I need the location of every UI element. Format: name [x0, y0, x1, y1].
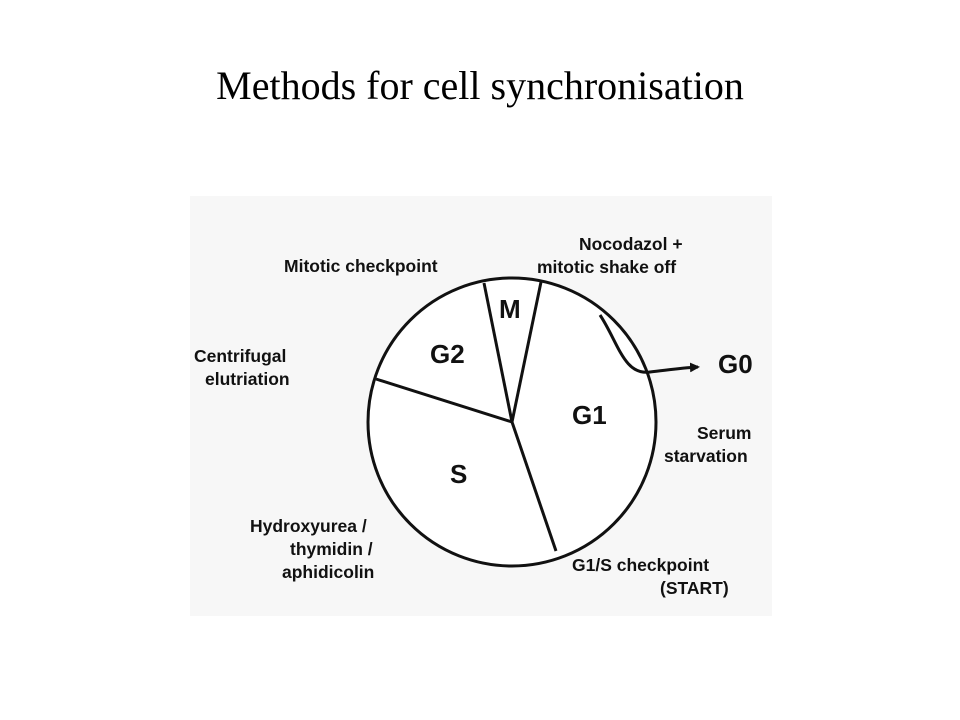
divider-m-g1 — [510, 281, 543, 423]
phase-label-m: M — [499, 294, 521, 324]
phase-label-g0: G0 — [718, 349, 753, 379]
label-serum-line1: Serum — [697, 423, 751, 443]
label-hydroxyurea-line1: Hydroxyurea / — [250, 516, 367, 536]
divider-g1-s — [510, 421, 558, 552]
divider-s-g2 — [375, 377, 513, 424]
label-g1s-line2: (START) — [660, 578, 729, 598]
label-mitotic-checkpoint: Mitotic checkpoint — [284, 256, 438, 276]
phase-label-s: S — [450, 459, 467, 489]
label-nocodazol-line1: Nocodazol + — [579, 234, 683, 254]
label-nocodazol-line2: mitotic shake off — [537, 257, 676, 277]
slide-title: Methods for cell synchronisation — [216, 63, 744, 108]
phase-label-g2: G2 — [430, 339, 465, 369]
label-hydroxyurea-line3: aphidicolin — [282, 562, 374, 582]
phase-label-g1: G1 — [572, 400, 607, 430]
label-serum-line2: starvation — [664, 446, 748, 466]
label-g1s-line1: G1/S checkpoint — [572, 555, 709, 575]
divider-g2-m — [482, 282, 514, 423]
label-centrifugal-line1: Centrifugal — [194, 346, 286, 366]
label-hydroxyurea-line2: thymidin / — [290, 539, 373, 559]
label-centrifugal-line2: elutriation — [205, 369, 290, 389]
g0-exit-arrow — [598, 314, 700, 374]
